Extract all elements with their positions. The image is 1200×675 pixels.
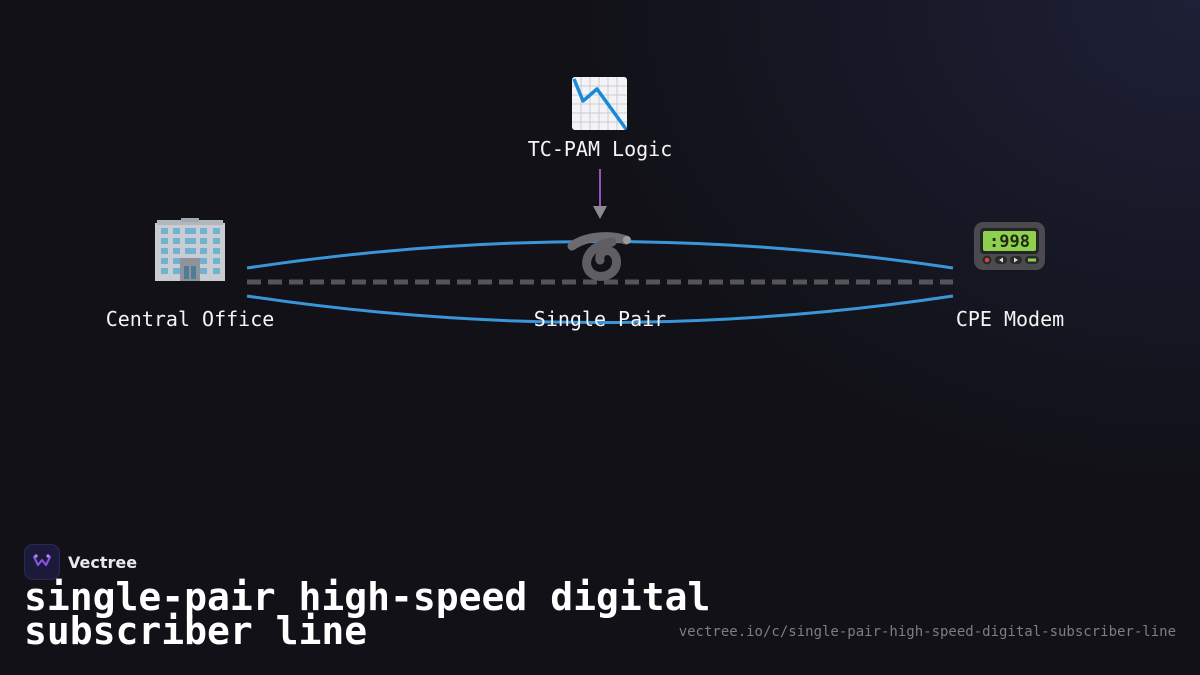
brand: Vectree [24,544,137,580]
arrowhead [593,206,607,219]
chart-decreasing-icon [572,77,628,131]
source-url[interactable]: vectree.io/c/single-pair-high-speed-digi… [678,624,1176,640]
brand-name: Vectree [68,552,138,572]
page-title: single-pair high-speed digital subscribe… [24,575,711,653]
node-label-cpe-modem: CPE Modem [955,307,1065,331]
node-label-central-office: Central Office [105,307,275,331]
vectree-logo-icon [24,544,60,580]
node-label-tc-pam-logic: TC-PAM Logic [527,137,673,161]
office-building-icon [155,218,225,281]
pager-modem-icon: :998 [974,222,1045,270]
twisted-pair-loop-icon [567,232,631,281]
svg-text::998: :998 [989,232,1030,252]
signal-envelope-bottom [246,294,954,324]
node-label-single-pair: Single Pair [533,307,667,331]
